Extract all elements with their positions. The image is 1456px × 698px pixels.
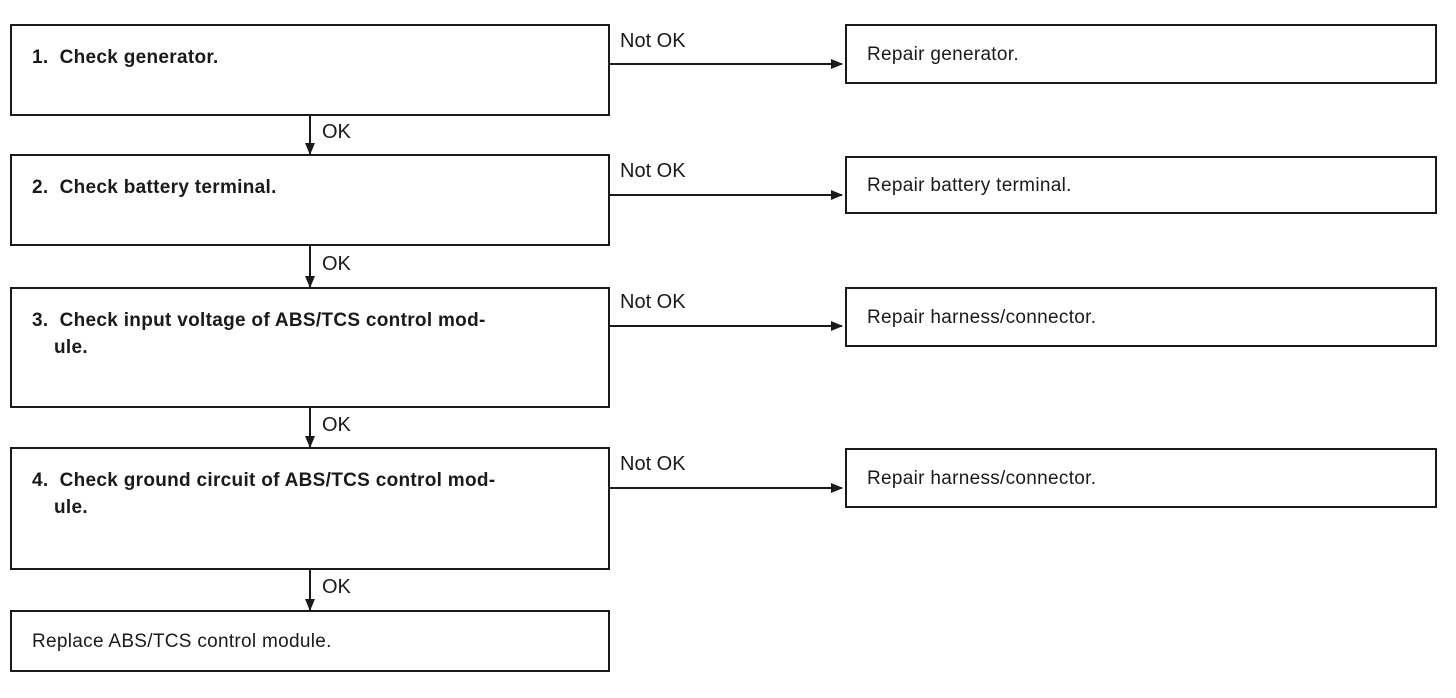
- final-step-box: Replace ABS/TCS control module.: [10, 610, 610, 672]
- repair-box-1: Repair generator.: [845, 24, 1437, 84]
- step-label: Check generator.: [59, 47, 219, 68]
- ok-label-4: OK: [322, 576, 351, 598]
- repair-box-3: Repair harness/connector.: [845, 287, 1437, 347]
- step-text-2: 2. Check battery terminal.: [32, 174, 277, 201]
- ok-label-1: OK: [322, 121, 351, 143]
- step-text-3: 3. Check input voltage of ABS/TCS contro…: [32, 307, 486, 361]
- step-label: Check battery terminal.: [59, 177, 277, 198]
- repair-box-4: Repair harness/connector.: [845, 448, 1437, 508]
- step-number: 2.: [32, 177, 49, 198]
- step-box-2: 2. Check battery terminal.: [10, 154, 610, 246]
- not-ok-label-3: Not OK: [620, 291, 686, 313]
- step-box-3: 3. Check input voltage of ABS/TCS contro…: [10, 287, 610, 408]
- step-text-4: 4. Check ground circuit of ABS/TCS contr…: [32, 467, 495, 521]
- final-step-label: Replace ABS/TCS control module.: [32, 631, 332, 652]
- step-label: Check input voltage of ABS/TCS control m…: [59, 310, 486, 331]
- step-number: 1.: [32, 47, 49, 68]
- repair-label-2: Repair battery terminal.: [867, 175, 1072, 196]
- step-label: Check ground circuit of ABS/TCS control …: [59, 470, 496, 491]
- repair-label-4: Repair harness/connector.: [867, 468, 1097, 489]
- not-ok-label-2: Not OK: [620, 160, 686, 182]
- ok-label-3: OK: [322, 414, 351, 436]
- repair-label-1: Repair generator.: [867, 44, 1019, 65]
- step-box-4: 4. Check ground circuit of ABS/TCS contr…: [10, 447, 610, 570]
- not-ok-label-1: Not OK: [620, 30, 686, 52]
- not-ok-label-4: Not OK: [620, 453, 686, 475]
- step-number: 3.: [32, 310, 49, 331]
- step-text-1: 1. Check generator.: [32, 44, 219, 71]
- repair-label-3: Repair harness/connector.: [867, 307, 1097, 328]
- step-label-continuation: ule.: [54, 337, 88, 358]
- step-box-1: 1. Check generator.: [10, 24, 610, 116]
- step-label-continuation: ule.: [54, 497, 88, 518]
- ok-label-2: OK: [322, 253, 351, 275]
- step-number: 4.: [32, 470, 49, 491]
- repair-box-2: Repair battery terminal.: [845, 156, 1437, 214]
